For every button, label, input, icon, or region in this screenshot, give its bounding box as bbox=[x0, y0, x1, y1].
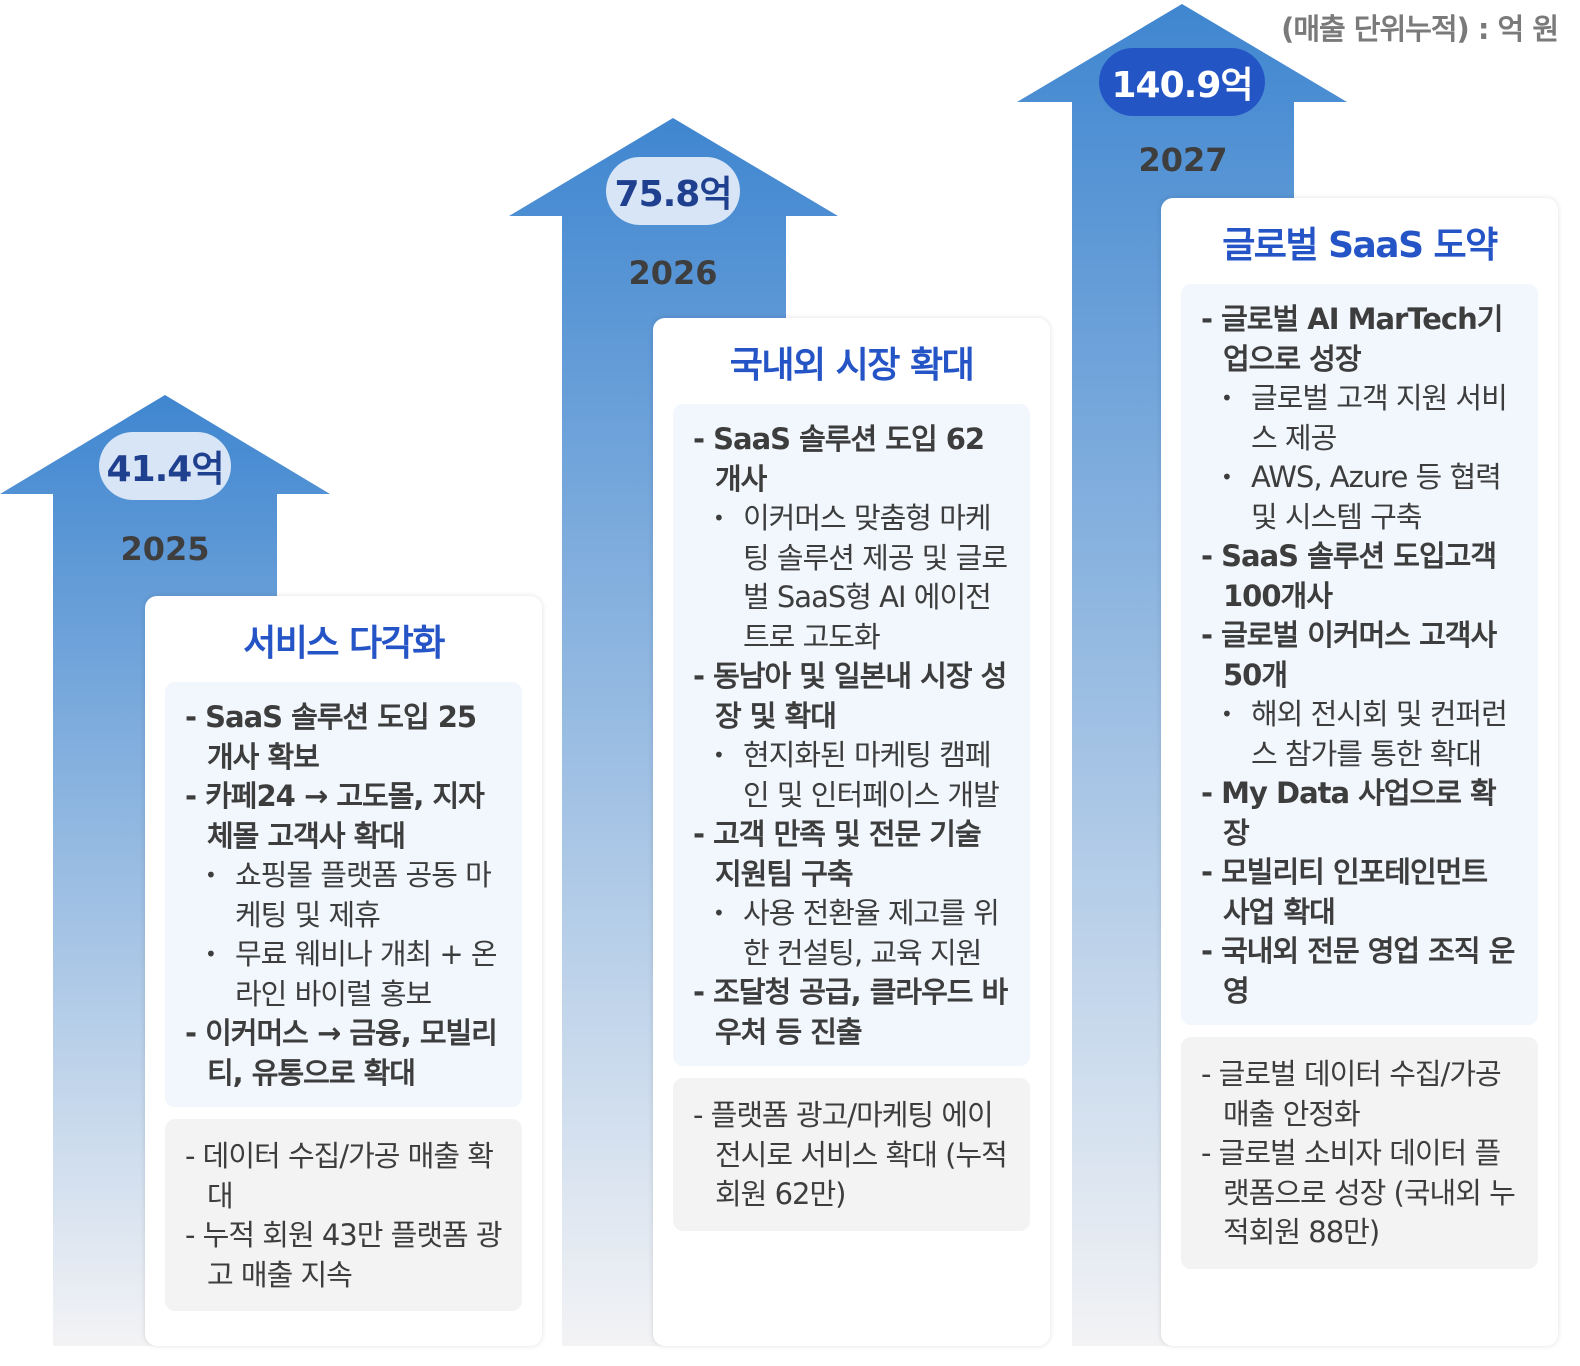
goal-item: - SaaS 솔루션 도입고객 100개사 bbox=[1201, 539, 1497, 613]
revenue-note: - 플랫폼 광고/마케팅 에이전시로 서비스 확대 (누적회원 62만) bbox=[693, 1098, 1008, 1211]
goal-sub-item: 쇼핑몰 플랫폼 공동 마케팅 및 제휴 bbox=[185, 856, 504, 935]
card-title: 국내외 시장 확대 bbox=[729, 345, 975, 386]
revenue-note: - 글로벌 소비자 데이터 플랫폼으로 성장 (국내외 누적회원 88만) bbox=[1201, 1136, 1516, 1249]
revenue-notes-box: - 플랫폼 광고/마케팅 에이전시로 서비스 확대 (누적회원 62만) bbox=[673, 1078, 1030, 1231]
goals-box: - SaaS 솔루션 도입 25 개사 확보- 카페24 → 고도몰, 지자체몰… bbox=[165, 682, 522, 1107]
year-label-2026: 2026 bbox=[628, 254, 718, 292]
goals-box: - 글로벌 AI MarTech기업으로 성장글로벌 고객 지원 서비스 제공A… bbox=[1181, 284, 1538, 1025]
goal-sub-item: 무료 웨비나 개최 + 온라인 바이럴 홍보 bbox=[185, 935, 504, 1014]
goal-item: - 동남아 및 일본내 시장 성장 및 확대 bbox=[693, 659, 1007, 733]
goal-item: - 조달청 공급, 클라우드 바우처 등 진출 bbox=[693, 975, 1008, 1049]
revenue-note: - 글로벌 데이터 수집/가공 매출 안정화 bbox=[1201, 1057, 1502, 1131]
goal-sub-item: AWS, Azure 등 협력 및 시스템 구축 bbox=[1201, 458, 1520, 537]
revenue-notes-box: - 글로벌 데이터 수집/가공 매출 안정화- 글로벌 소비자 데이터 플랫폼으… bbox=[1181, 1037, 1538, 1269]
year-label-2027: 2027 bbox=[1138, 141, 1228, 179]
goal-item: - 모빌리티 인포테인먼트 사업 확대 bbox=[1201, 855, 1488, 929]
revenue-badge-2026: 75.8억 bbox=[606, 157, 740, 225]
goal-item: - 글로벌 AI MarTech기업으로 성장 bbox=[1201, 302, 1503, 376]
card-title: 글로벌 SaaS 도약 bbox=[1222, 225, 1498, 266]
revenue-badge-2025: 41.4억 bbox=[99, 432, 231, 500]
stage-card-2027: 글로벌 SaaS 도약 - 글로벌 AI MarTech기업으로 성장글로벌 고객… bbox=[1161, 198, 1558, 1346]
unit-note: (매출 단위누적) : 억 원 bbox=[1281, 12, 1559, 46]
goal-item: - SaaS 솔루션 도입 62 개사 bbox=[693, 422, 985, 496]
goal-item: - 국내외 전문 영업 조직 운영 bbox=[1201, 934, 1515, 1008]
goal-item: - 글로벌 이커머스 고객사 50개 bbox=[1201, 618, 1497, 692]
revenue-note: - 누적 회원 43만 플랫폼 광고 매출 지속 bbox=[185, 1218, 503, 1292]
revenue-badge-2027: 140.9억 bbox=[1099, 48, 1265, 116]
goal-item: - SaaS 솔루션 도입 25 개사 확보 bbox=[185, 700, 477, 774]
goals-box: - SaaS 솔루션 도입 62 개사이커머스 맞춤형 마케팅 솔루션 제공 및… bbox=[673, 404, 1030, 1066]
stage-card-2026: 국내외 시장 확대 - SaaS 솔루션 도입 62 개사이커머스 맞춤형 마케팅… bbox=[653, 318, 1050, 1346]
goal-item: - 고객 만족 및 전문 기술 지원팀 구축 bbox=[693, 817, 982, 891]
goal-sub-item: 이커머스 맞춤형 마케팅 솔루션 제공 및 글로벌 SaaS형 AI 에이전트로… bbox=[693, 499, 1012, 657]
goal-item: - 이커머스 → 금융, 모빌리티, 유통으로 확대 bbox=[185, 1016, 498, 1090]
goal-item: - 카페24 → 고도몰, 지자체몰 고객사 확대 bbox=[185, 779, 485, 853]
stage-card-2025: 서비스 다각화 - SaaS 솔루션 도입 25 개사 확보- 카페24 → 고도… bbox=[145, 596, 542, 1346]
revenue-notes-box: - 데이터 수집/가공 매출 확대- 누적 회원 43만 플랫폼 광고 매출 지… bbox=[165, 1119, 522, 1311]
goal-item: - My Data 사업으로 확장 bbox=[1201, 776, 1497, 850]
year-label-2025: 2025 bbox=[120, 530, 210, 568]
goal-sub-item: 해외 전시회 및 컨퍼런스 참가를 통한 확대 bbox=[1201, 695, 1520, 774]
goal-sub-item: 사용 전환율 제고를 위한 컨설팅, 교육 지원 bbox=[693, 894, 1012, 973]
revenue-note: - 데이터 수집/가공 매출 확대 bbox=[185, 1139, 494, 1213]
card-title: 서비스 다각화 bbox=[243, 623, 445, 664]
goal-sub-item: 현지화된 마케팅 캠페인 및 인터페이스 개발 bbox=[693, 736, 1012, 815]
goal-sub-item: 글로벌 고객 지원 서비스 제공 bbox=[1201, 379, 1520, 458]
